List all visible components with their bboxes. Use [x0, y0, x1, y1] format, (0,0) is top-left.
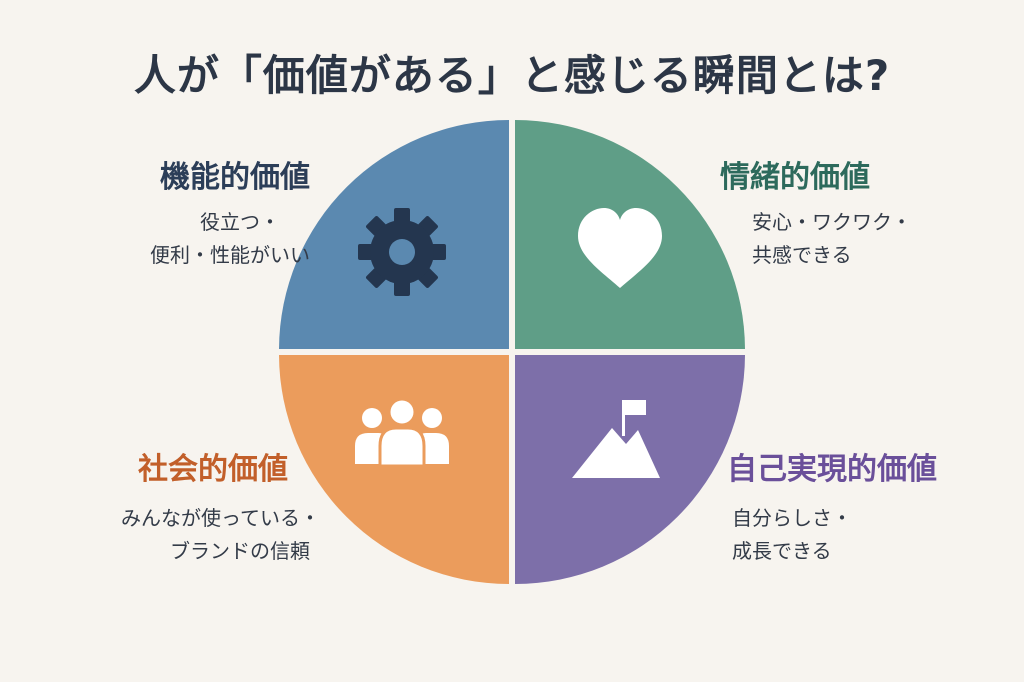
emotional-label: 情緒的価値 安心・ワクワク・ 共感できる [712, 160, 972, 272]
functional-desc-line1: 役立つ・ [200, 210, 280, 234]
self-actualization-desc-line1: 自分らしさ・ [732, 506, 852, 530]
self-actualization-label: 自己実現的価値 自分らしさ・ 成長できる [727, 452, 1017, 568]
page-title: 人が「価値がある」と感じる瞬間とは? [133, 51, 891, 100]
social-title: 社会的価値 [138, 452, 288, 487]
gear-icon [358, 208, 446, 296]
functional-title: 機能的価値 [160, 160, 310, 195]
social-desc-line2: ブランドの信頼 [170, 539, 310, 563]
emotional-desc-line2: 共感できる [752, 243, 852, 267]
emotional-title: 情緒的価値 [720, 160, 870, 195]
mountain-flag-icon [572, 400, 660, 478]
social-desc-line1: みんなが使っている・ [121, 506, 320, 530]
heart-icon [578, 208, 662, 288]
social-label: 社会的価値 みんなが使っている・ ブランドの信頼 [60, 452, 320, 568]
self-actualization-title: 自己実現的価値 [727, 452, 937, 487]
people-icon [355, 397, 449, 468]
emotional-desc-line1: 安心・ワクワク・ [752, 210, 912, 234]
quadrant-social [279, 355, 509, 584]
functional-desc-line2: 便利・性能がいい [150, 243, 310, 267]
self-actualization-desc-line2: 成長できる [732, 539, 832, 563]
functional-label: 機能的価値 役立つ・ 便利・性能がいい [70, 160, 310, 272]
